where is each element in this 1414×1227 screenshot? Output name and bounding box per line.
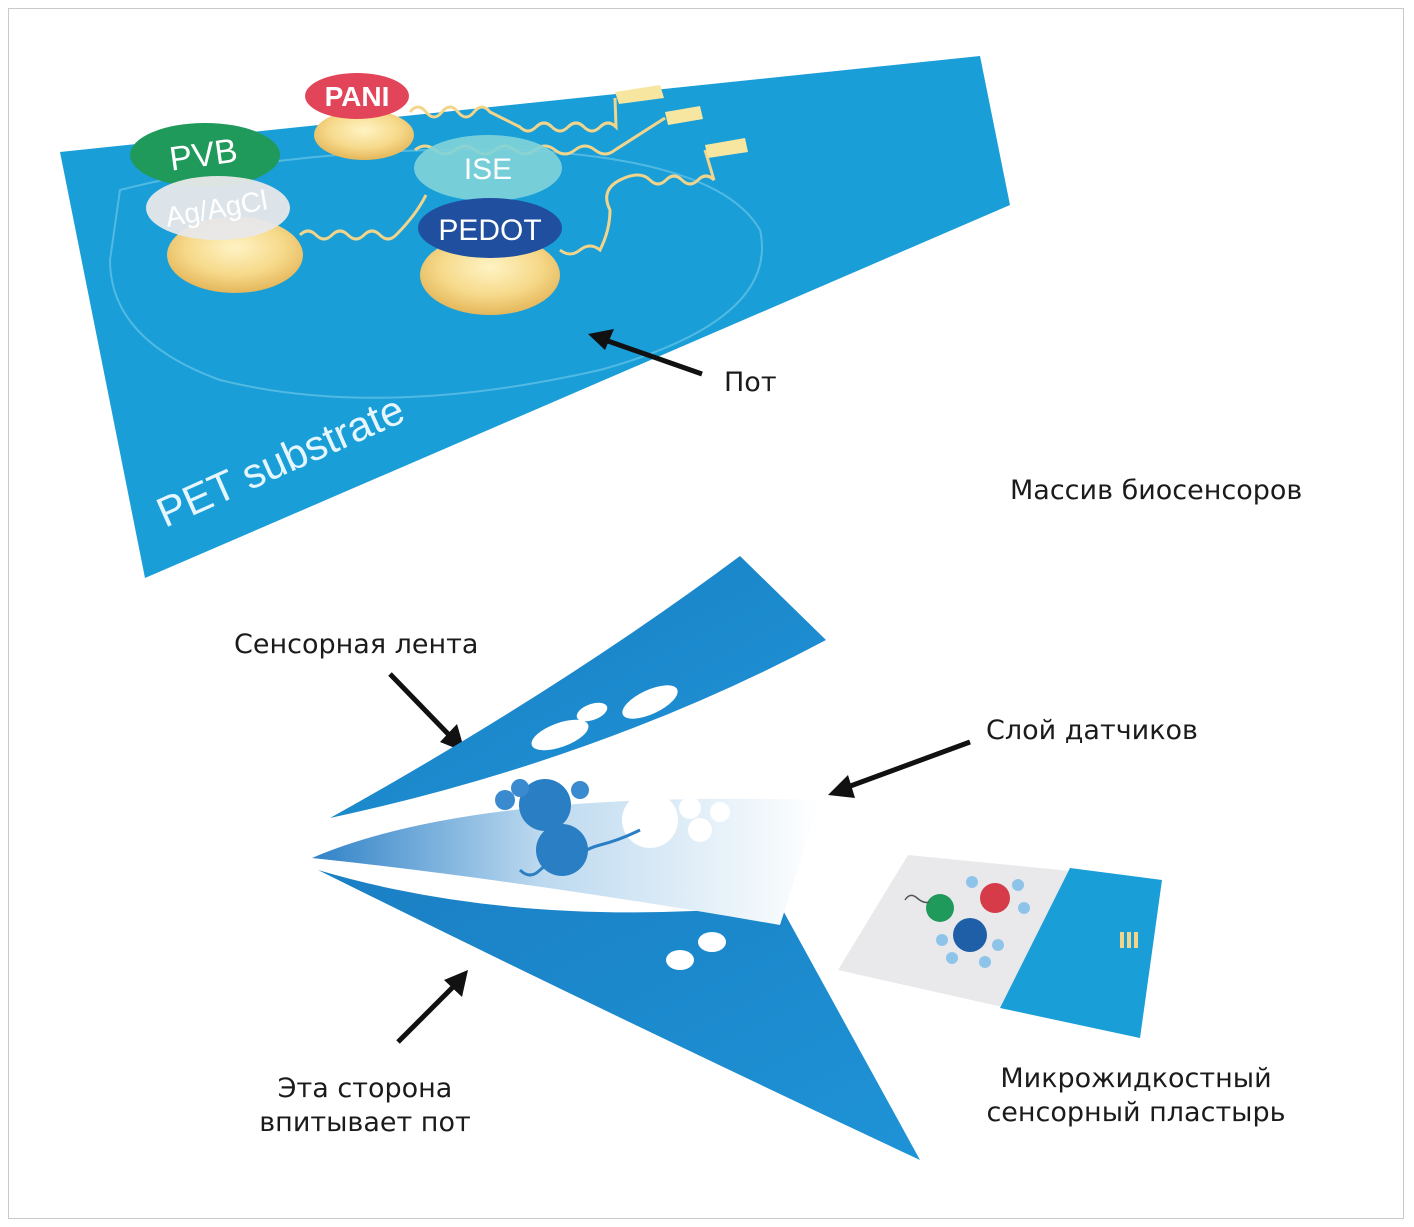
callout-arrows [388,329,971,1044]
arrow-tape [388,672,454,740]
label-absorb-line2: впитывает пот [259,1106,471,1138]
top-tape [330,556,826,818]
arrowhead-sensor-layer [828,775,855,798]
label-patch-line1: Микрожидкостный [1000,1063,1272,1094]
layer-pvb [130,123,280,187]
label-pedot: PEDOT [438,214,541,247]
patch-trace [904,894,930,904]
label-biosensor-array: Массив биосенсоров [1010,475,1303,506]
sensor-layer-dot-3 [571,781,589,799]
bottom-tape-hole-1 [666,950,694,970]
patch-electrode-blue [953,918,987,952]
sensor-layer-electrode-2 [536,824,588,876]
arrow-absorb [396,983,457,1044]
trace-pani [408,97,618,133]
top-tape-hole-3 [576,702,608,722]
label-sensor-tape: Сенсорная лента [234,629,479,660]
top-tape-hole-2 [622,685,678,719]
patch-ring-dot-1 [966,876,978,888]
patch-ring-dot-3 [1018,902,1030,914]
patch-blue-section [1000,868,1162,1038]
electrode-pani [314,110,414,160]
exploded-patch [312,556,920,1160]
contact-pad-1 [615,85,664,104]
patch-ring-dot-5 [992,939,1004,951]
arrow-sensor-layer [844,739,971,791]
label-absorb-side: Эта сторона впитывает пот [240,1072,490,1140]
sensor-layer-dot-4 [688,818,712,842]
patch-ring-dot-2 [1012,879,1024,891]
patch-ring-dot-4 [936,934,948,946]
patch-contact-2 [1127,932,1131,948]
trace-pedot [559,149,716,256]
layer-agagcl [146,176,290,240]
label-microfluidic-patch: Микрожидкостный сенсорный пластырь [976,1062,1296,1130]
layer-ise [414,135,562,201]
contact-pad-2 [665,106,703,125]
sweat-droplet [108,148,763,399]
patch-ring-dot-7 [979,956,991,968]
label-sensor-layer: Слой датчиков [986,715,1198,746]
arrowhead-sweat [588,329,614,350]
patch-electrode-green [926,894,954,922]
patch-ring-dot-6 [946,952,958,964]
arrow-sweat [604,337,703,377]
label-absorb-line1: Эта сторона [277,1073,453,1104]
pet-substrate-chip: PANI PVB Ag/AgCl ISE PEDOT PET substrate [60,56,1010,578]
label-sweat: Пот [724,367,777,398]
label-pvb: PVB [167,132,240,179]
label-patch-line2: сенсорный пластырь [986,1096,1286,1128]
sensor-layer-dot-2 [511,779,529,797]
electrode-pedot [420,235,560,315]
sensor-layer-electrode-1 [519,779,571,831]
sensor-layer-trace [518,828,641,877]
sensor-layer-electrode-3 [622,792,678,848]
sensor-layer-dot-1 [495,790,515,810]
sensor-layer-dot-6 [710,802,730,822]
trace-ag [298,194,428,241]
contact-pad-3 [705,138,748,158]
label-ise: ISE [464,153,512,186]
top-tape-hole-1 [531,719,589,751]
patch-electrode-red [980,883,1010,913]
sensor-layer-dot-5 [679,797,701,819]
label-pani: PANI [325,81,390,112]
patch-contact-1 [1120,932,1124,948]
layer-pani [305,73,409,119]
bottom-tape-hole-2 [698,932,726,952]
bottom-tape [318,870,920,1160]
microfluidic-patch [838,855,1162,1038]
patch-contact-3 [1134,932,1138,948]
layer-pedot [418,198,562,258]
arrowhead-absorb [444,970,468,997]
pet-substrate [60,56,1010,578]
figure-frame [8,8,1404,1219]
